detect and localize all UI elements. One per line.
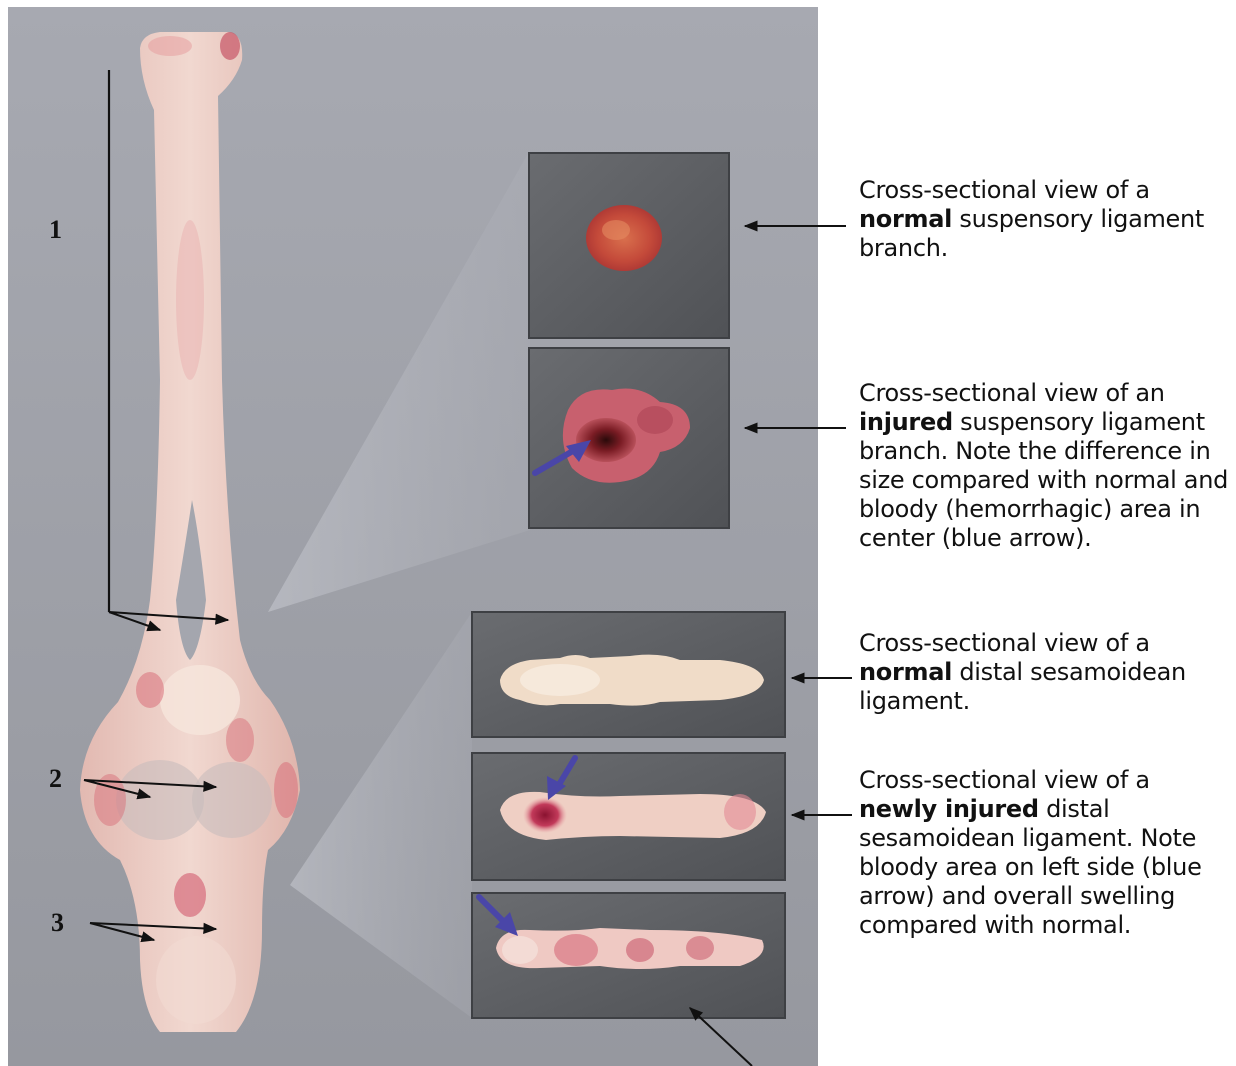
inset-distal-swollen <box>472 893 785 1018</box>
caption-normal-distal: Cross-sectional view of a normal distal … <box>859 629 1229 716</box>
inset-normal-branch <box>529 153 729 338</box>
caption-emphasis: injured <box>859 408 953 436</box>
inset-normal-distal <box>472 612 785 737</box>
label-1: 1 <box>49 215 62 245</box>
caption-emphasis: newly injured <box>859 795 1039 823</box>
caption-emphasis: normal <box>859 205 952 233</box>
caption-normal-branch: Cross-sectional view of a normal suspens… <box>859 176 1229 263</box>
caption-injured-branch: Cross-sectional view of an injured suspe… <box>859 379 1229 553</box>
caption-emphasis: normal <box>859 658 952 686</box>
label-2: 2 <box>49 764 62 794</box>
inset-injured-branch <box>529 348 729 528</box>
label-3: 3 <box>51 908 64 938</box>
caption-newly-injured-distal: Cross-sectional view of a newly injured … <box>859 766 1229 940</box>
inset-newly-injured-distal <box>472 753 785 880</box>
